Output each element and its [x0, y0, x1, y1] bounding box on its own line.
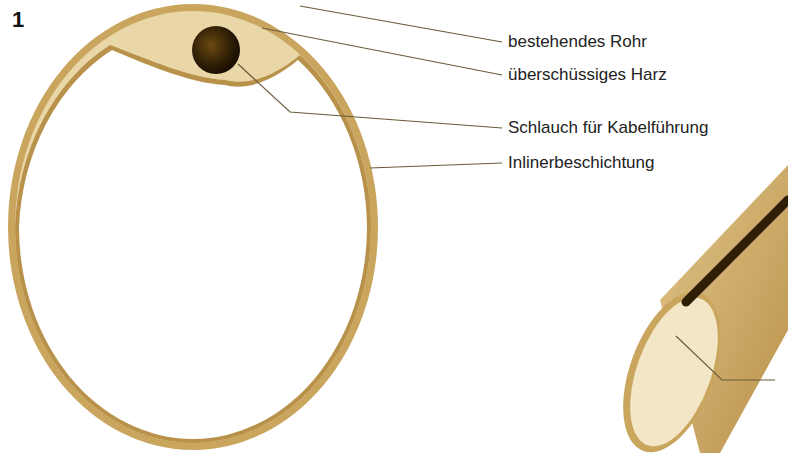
- pipe-section-sketch: [604, 165, 788, 453]
- part-label: bestehendes Rohr: [508, 32, 647, 52]
- liner-coating: [15, 45, 371, 443]
- pipe-interior: [19, 50, 367, 439]
- leader-line: [238, 64, 502, 128]
- part-label: überschüssiges Harz: [508, 65, 667, 85]
- part-label: Schlauch für Kabelführung: [508, 118, 708, 138]
- leader-line: [300, 6, 502, 42]
- cable-hose: [192, 26, 240, 74]
- resin-fill: [15, 11, 371, 443]
- leader-line: [262, 28, 502, 75]
- existing-pipe: [8, 4, 378, 450]
- part-label: Inlinerbeschichtung: [508, 153, 654, 173]
- leader-line: [370, 163, 502, 168]
- callout-number: 1: [12, 8, 24, 32]
